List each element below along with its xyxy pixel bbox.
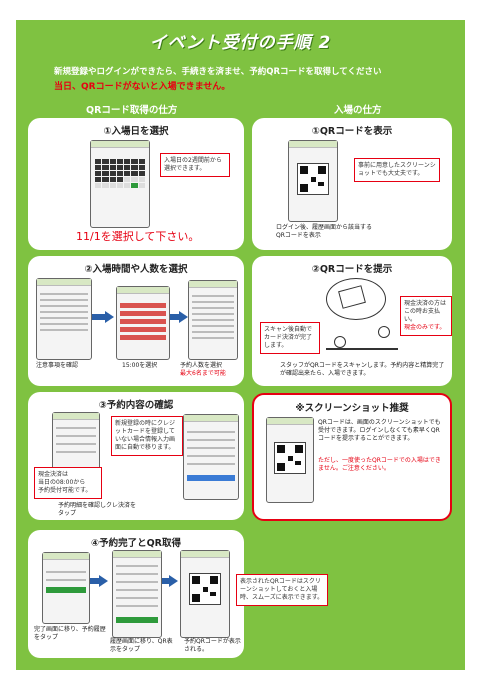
notice-phone-image — [36, 278, 92, 360]
entry-step2-card: ②QRコードを提示 スキャン後自動でカード決済が完了します。 現金決済の方は こ… — [252, 256, 452, 386]
page-title: イベント受付の手順 2 — [149, 33, 332, 53]
staff-illustration — [326, 326, 406, 356]
step4-caption3: 予約QRコードが表示される。 — [184, 638, 241, 654]
arrow-right-icon — [179, 311, 188, 323]
arrow-right-icon — [99, 575, 108, 587]
entry-step2-left-note: スキャン後自動でカード決済が完了します。 — [260, 322, 320, 355]
qr-code-icon — [274, 442, 306, 474]
warning-line: 当日、QRコードがないと入場できません。 — [54, 82, 231, 92]
screenshot-phone-image — [266, 417, 314, 503]
screenshot-recommend-warning: ただし、一度使ったQRコードでの入場はできません。ご注意ください。 — [318, 457, 441, 473]
step4-title: ④予約完了とQR取得 — [91, 538, 181, 549]
instruction-line: 新規登録やログインができたら、手続きを済ませ、予約QRコードを取得してください — [54, 67, 382, 77]
screenshot-recommend-card: ※スクリーンショット推奨 QRコードは、画面のスクリーンショットでも受付できます… — [252, 393, 452, 521]
step3-cash-note: 現金決済は 当日の08:00から 予約受付可能です。 — [34, 467, 102, 500]
entry-qr-phone-image — [288, 140, 338, 222]
cash-pay-line3: 現金のみです。 — [404, 324, 446, 332]
step2-title: ②入場時間や人数を選択 — [84, 264, 188, 275]
step2-caption2: 15:00を選択 — [122, 362, 158, 369]
step4-card: ④予約完了とQR取得 完了画面に移り、予約履歴をタップ 履歴画面に移り、QR表示… — [28, 530, 244, 658]
step3-card-note: 新規登録の時にクレジットカードを登録していない場合情報入力画面に自動で移ります。 — [111, 416, 183, 457]
left-column-heading: QRコード取得の仕方 — [86, 105, 178, 116]
cash-note-line1: 現金決済は — [38, 471, 69, 478]
step1-note: 入場日の2週間前から選択できます。 — [160, 153, 230, 178]
step2-caption1: 注意事項を確認 — [36, 362, 79, 369]
entry-step1-title: ①QRコードを表示 — [311, 126, 393, 137]
arrow-body — [162, 578, 170, 584]
step3-card: ③予約内容の確認 新規登録の時にクレジットカードを登録していない場合情報入力画面… — [28, 392, 244, 520]
step1-card: ①入場日を選択 入場日の2週間前から選択できます。 11/1を選択して下さい。 — [28, 118, 244, 250]
green-panel: イベント受付の手順 2 新規登録やログインができたら、手続きを済ませ、予約QRコ… — [16, 20, 465, 670]
entry-step2-caption: スタッフがQRコードをスキャンします。予約内容と精算完了が確認出来たら、入場でき… — [280, 362, 445, 378]
step4-caption1: 完了画面に移り、予約履歴をタップ — [34, 626, 106, 642]
entry-step2-right-note: 現金決済の方は この時お支払い。 現金のみです。 — [400, 296, 452, 337]
arrow-right-icon — [105, 311, 114, 323]
step4-screenshot-note: 表示されたQRコードはスクリーンショットしておくと入場時、スムーズに表示できます… — [236, 574, 328, 607]
step1-date-instruction: 11/1を選択して下さい。 — [76, 230, 200, 243]
people-phone-image — [188, 280, 238, 360]
step3-title: ③予約内容の確認 — [98, 400, 174, 411]
complete-phone-image — [42, 552, 90, 624]
entry-step1-note: 事前に用意したスクリーンショットでも大丈夫です。 — [354, 158, 440, 183]
right-column-heading: 入場の仕方 — [334, 105, 382, 116]
qr-code-icon — [189, 573, 221, 605]
entry-step1-caption: ログイン後、履歴画面から該当するQRコードを表示 — [276, 224, 373, 240]
qr-code-icon — [297, 163, 329, 195]
history-phone-image — [112, 550, 162, 638]
calendar-phone-image — [90, 140, 150, 228]
cash-pay-line1: 現金決済の方は — [404, 300, 447, 307]
qr-phone-image — [180, 550, 230, 638]
step4-caption2: 履歴画面に移り、QR表示をタップ — [110, 638, 173, 654]
step2-caption3-red: 最大6名まで可能 — [180, 370, 226, 377]
entry-step2-title: ②QRコードを提示 — [311, 264, 393, 275]
card-input-phone-image — [183, 414, 239, 500]
cash-pay-line2: この時お支払い。 — [404, 308, 441, 324]
step1-title: ①入場日を選択 — [103, 126, 169, 137]
screenshot-recommend-text: QRコードは、画面のスクリーンショットでも受付できます。ログインしなくても素早く… — [318, 419, 441, 443]
screenshot-recommend-title: ※スクリーンショット推奨 — [295, 403, 409, 414]
cash-note-line3: 予約受付可能です。 — [38, 487, 92, 495]
entry-step1-card: ①QRコードを表示 事前に用意したスクリーンショットでも大丈夫です。 ログイン後… — [252, 118, 452, 250]
time-phone-image — [116, 286, 170, 360]
step2-card: ②入場時間や人数を選択 注意事項を確認 15:00を選択 予約人数を選択 最大6… — [28, 256, 244, 386]
arrow-body — [92, 314, 106, 320]
arrow-body — [90, 578, 100, 584]
step2-caption3: 予約人数を選択 — [180, 362, 223, 369]
arrow-right-icon — [169, 575, 178, 587]
cash-note-line2: 当日の08:00から — [38, 479, 86, 487]
arrow-body — [170, 314, 180, 320]
step3-caption: 予約明細を確認しクレ決済をタップ — [58, 502, 137, 518]
